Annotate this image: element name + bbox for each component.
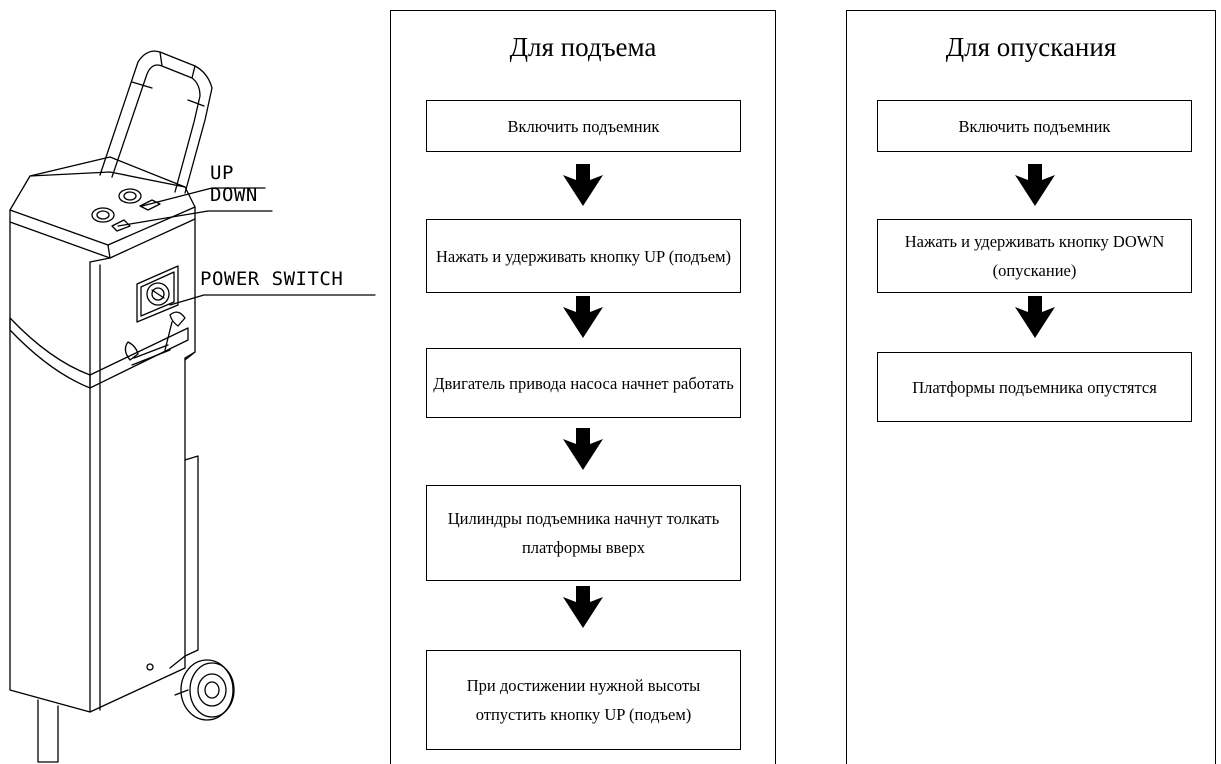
power-switch-assembly bbox=[124, 265, 186, 366]
lower-step-2: Нажать и удерживать кнопку DOWN (опускан… bbox=[877, 219, 1192, 293]
base-and-wheel bbox=[37, 655, 235, 763]
power-unit-drawing bbox=[9, 50, 376, 763]
down-arrow-icon bbox=[563, 428, 603, 470]
down-arrow-icon bbox=[1015, 164, 1055, 206]
down-arrow-icon bbox=[563, 586, 603, 628]
lift-procedure-title: Для подъема bbox=[509, 32, 657, 62]
down-arrow-icon bbox=[563, 296, 603, 338]
down-label: DOWN bbox=[210, 184, 258, 206]
lower-procedure-panel: Для опускания bbox=[846, 10, 1216, 764]
lift-step-3: Двигатель привода насоса начнет работать bbox=[426, 348, 741, 418]
handle bbox=[99, 50, 213, 194]
callout-lines bbox=[117, 187, 376, 306]
lift-step-4: Цилиндры подъемника начнут толкать платф… bbox=[426, 485, 741, 581]
lower-step-1: Включить подъемник bbox=[877, 100, 1192, 152]
main-body bbox=[9, 218, 199, 713]
lower-procedure-title: Для опускания bbox=[945, 32, 1117, 62]
power-switch-label: POWER SWITCH bbox=[200, 268, 344, 290]
down-arrow-icon bbox=[563, 164, 603, 206]
up-label: UP bbox=[210, 162, 234, 184]
lift-step-2: Нажать и удерживать кнопку UP (подъем) bbox=[426, 219, 741, 293]
lift-step-5: При достижении нужной высоты отпустить к… bbox=[426, 650, 741, 750]
lift-step-1: Включить подъемник bbox=[426, 100, 741, 152]
lift-procedure-panel: Для подъема bbox=[390, 10, 776, 764]
down-arrow-icon bbox=[1015, 296, 1055, 338]
up-down-buttons bbox=[91, 188, 161, 232]
lower-step-3: Платформы подъемника опустятся bbox=[877, 352, 1192, 422]
